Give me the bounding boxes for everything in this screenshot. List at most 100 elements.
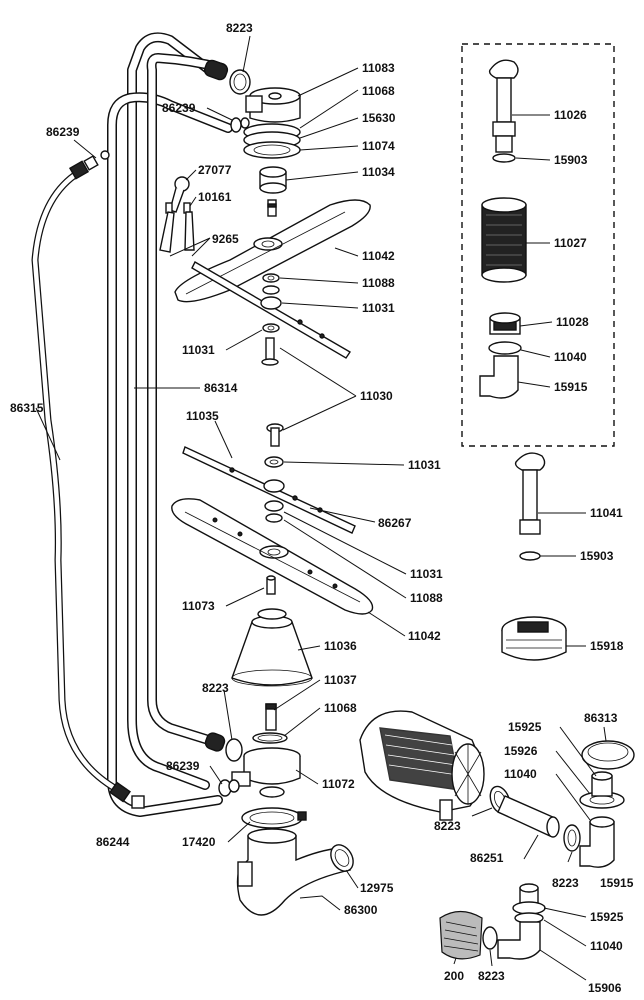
part-labels: 8223 11083 86239 11068 15630 11074 11034… bbox=[10, 21, 634, 995]
gasket-11068-lower bbox=[252, 732, 288, 744]
label-11040-b: 11040 bbox=[504, 767, 537, 781]
filter-11027 bbox=[481, 197, 527, 283]
label-11026: 11026 bbox=[554, 108, 587, 122]
hose-86315 bbox=[31, 171, 122, 794]
upper-bend-pipe bbox=[146, 53, 227, 747]
valve-15926-15925 bbox=[579, 771, 625, 809]
label-86239-upper: 86239 bbox=[162, 101, 196, 115]
bolt-11030-upper bbox=[261, 337, 279, 366]
label-15903-a: 15903 bbox=[554, 153, 588, 167]
clamp-8223-drain-right bbox=[563, 824, 581, 852]
housing-11083 bbox=[245, 87, 301, 123]
clamp-17420 bbox=[241, 807, 307, 829]
label-15915-b: 15915 bbox=[600, 876, 634, 890]
bearing-11074 bbox=[259, 166, 287, 194]
label-8223-drain-left: 8223 bbox=[434, 819, 461, 833]
supply-pipe-86314 bbox=[127, 32, 217, 790]
label-11031-upper-right: 11031 bbox=[362, 301, 395, 315]
label-11028: 11028 bbox=[556, 315, 589, 329]
tube-27077 bbox=[169, 176, 190, 213]
label-86315: 86315 bbox=[10, 401, 44, 415]
washers-11088-11031-upper bbox=[260, 273, 282, 333]
upper-tube-arm bbox=[191, 261, 351, 359]
label-11031-lower: 11031 bbox=[410, 567, 443, 581]
elbow-15915-right bbox=[579, 816, 615, 868]
label-15630: 15630 bbox=[362, 111, 396, 125]
label-11031-upper-left: 11031 bbox=[182, 343, 215, 357]
label-11035: 11035 bbox=[186, 409, 219, 423]
label-11073: 11073 bbox=[182, 599, 215, 613]
clamp-8223-lower bbox=[204, 732, 243, 762]
hose-fitting-bottom bbox=[109, 781, 145, 809]
label-86244: 86244 bbox=[96, 835, 130, 849]
label-15925-top: 15925 bbox=[508, 720, 542, 734]
bolt-11030-lower bbox=[266, 423, 284, 447]
label-15918: 15918 bbox=[590, 639, 624, 653]
label-86251: 86251 bbox=[470, 851, 504, 865]
check-valve-15925-lower bbox=[512, 883, 546, 924]
label-11027: 11027 bbox=[554, 236, 587, 250]
label-12975: 12975 bbox=[360, 881, 394, 895]
label-11068-upper: 11068 bbox=[362, 84, 395, 98]
elbow-15915-a bbox=[479, 355, 519, 399]
small-fitting-86239-top bbox=[230, 117, 250, 133]
label-11030: 11030 bbox=[360, 389, 393, 403]
filter-cap-11028 bbox=[489, 312, 521, 335]
label-11072: 11072 bbox=[322, 777, 355, 791]
nozzle-11073 bbox=[266, 575, 276, 595]
label-17420: 17420 bbox=[182, 835, 216, 849]
ring-15903-a bbox=[492, 153, 516, 163]
label-86300: 86300 bbox=[344, 903, 378, 917]
label-11068-lower: 11068 bbox=[324, 701, 357, 715]
label-11041: 11041 bbox=[590, 506, 623, 520]
label-11083: 11083 bbox=[362, 61, 395, 75]
label-11088-lower: 11088 bbox=[410, 591, 443, 605]
clamp-12975 bbox=[330, 844, 354, 872]
shaft-11037 bbox=[265, 703, 277, 731]
leader-lines bbox=[35, 35, 607, 981]
label-15903-b: 15903 bbox=[580, 549, 614, 563]
cone-11036 bbox=[231, 608, 313, 687]
label-11042-upper: 11042 bbox=[362, 249, 395, 263]
fitting-86239-lower bbox=[218, 779, 240, 797]
label-27077: 27077 bbox=[198, 163, 232, 177]
label-86313: 86313 bbox=[584, 711, 618, 725]
label-11040-c: 11040 bbox=[590, 939, 623, 953]
label-8223-drain-right: 8223 bbox=[552, 876, 579, 890]
label-200: 200 bbox=[444, 969, 464, 983]
label-86239-left: 86239 bbox=[46, 125, 80, 139]
filter-stem-11026 bbox=[488, 59, 519, 153]
label-8223-lower: 8223 bbox=[202, 681, 229, 695]
washer-11031-a bbox=[264, 456, 284, 468]
label-15925-bottom: 15925 bbox=[590, 910, 624, 924]
pump-motor bbox=[359, 710, 485, 821]
arms-9265 bbox=[159, 211, 195, 253]
sump-86300 bbox=[236, 828, 351, 916]
clamp-8223-bottom bbox=[482, 926, 498, 950]
label-11088-upper: 11088 bbox=[362, 276, 395, 290]
label-15906: 15906 bbox=[588, 981, 622, 995]
label-8223-bottom: 8223 bbox=[478, 969, 505, 983]
label-15915-a: 15915 bbox=[554, 380, 588, 394]
cap-86313 bbox=[581, 740, 635, 770]
label-11040-a: 11040 bbox=[554, 350, 587, 364]
label-86314: 86314 bbox=[204, 381, 238, 395]
label-11034: 11034 bbox=[362, 165, 395, 179]
label-9265: 9265 bbox=[212, 232, 239, 246]
valve-11072 bbox=[231, 747, 301, 798]
filter-cap-15918 bbox=[501, 616, 567, 661]
nozzle-11034 bbox=[267, 199, 277, 217]
hose-fitting-top bbox=[68, 150, 110, 180]
filter-box-dashed bbox=[461, 43, 615, 447]
clamp-8223-top bbox=[203, 59, 251, 95]
label-8223-top: 8223 bbox=[226, 21, 253, 35]
label-10161: 10161 bbox=[198, 190, 232, 204]
label-86267: 86267 bbox=[378, 516, 412, 530]
label-11037: 11037 bbox=[324, 673, 357, 687]
ring-11040-a bbox=[488, 341, 522, 355]
label-86239-lower: 86239 bbox=[166, 759, 200, 773]
ring-15903-b bbox=[519, 551, 541, 561]
rings-11068-15630 bbox=[243, 123, 301, 159]
drain-hose-86251 bbox=[497, 795, 560, 838]
